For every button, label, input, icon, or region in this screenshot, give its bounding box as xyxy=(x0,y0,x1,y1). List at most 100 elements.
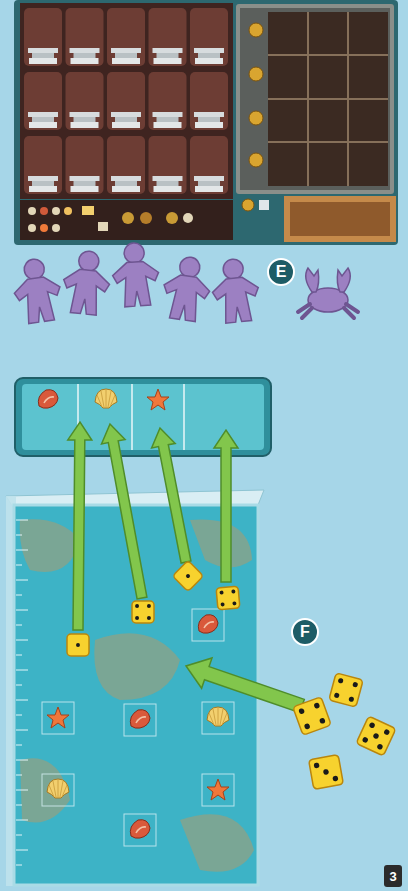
die-pip xyxy=(372,732,379,739)
aquarium-board-part xyxy=(47,779,69,798)
pillar-base xyxy=(112,58,140,64)
ruler-tick xyxy=(16,775,22,776)
die-pip xyxy=(323,769,329,775)
pillar-neck xyxy=(74,181,96,186)
ruler-tick xyxy=(16,685,22,686)
player-board-part xyxy=(14,0,398,245)
aquarium-board-part xyxy=(207,707,229,726)
objective-card-part-part xyxy=(183,384,185,450)
board-icons-part xyxy=(28,224,36,232)
board-icons-part xyxy=(40,207,48,215)
die-pip xyxy=(383,728,390,735)
worker-meeples-part xyxy=(110,241,160,307)
callout-letter: F xyxy=(291,618,319,646)
ruler-tick xyxy=(16,820,28,821)
die-pip xyxy=(313,702,320,709)
die-face xyxy=(67,634,89,656)
aquarium-board-part xyxy=(198,615,218,634)
die xyxy=(356,716,396,756)
slot xyxy=(149,136,187,194)
die-pip xyxy=(332,775,338,781)
green-arrow xyxy=(214,430,238,582)
player-board xyxy=(14,0,398,245)
die-pip xyxy=(219,590,223,594)
objective-card-part xyxy=(147,389,169,410)
pillar-base xyxy=(154,122,182,128)
worker-meeples-part xyxy=(209,257,261,324)
die xyxy=(132,601,154,623)
die-pip xyxy=(220,602,224,606)
ruler-tick xyxy=(16,865,22,866)
pillar-slot xyxy=(149,72,187,130)
die-pip xyxy=(135,616,139,620)
ruler-tick xyxy=(16,640,28,641)
pillar-base xyxy=(154,186,182,192)
pillar-slot xyxy=(24,8,62,66)
die-pip xyxy=(368,722,375,729)
board-icons-part xyxy=(64,207,72,215)
slot xyxy=(24,136,62,194)
storage-grid-part xyxy=(268,54,388,56)
pillar-base xyxy=(112,122,140,128)
pillar-neck xyxy=(32,117,54,122)
pillar-slot xyxy=(66,72,104,130)
board-icons-part xyxy=(82,206,94,215)
aquarium-board-part xyxy=(130,820,150,839)
worker-meeples-part xyxy=(10,256,64,325)
player-board-part xyxy=(284,196,396,242)
ruler-tick xyxy=(16,805,22,806)
ruler-tick xyxy=(16,700,28,701)
die-pip xyxy=(298,708,305,715)
coin-icons-part xyxy=(249,67,263,81)
storage-grid-part xyxy=(268,98,388,100)
pillar-neck xyxy=(157,117,179,122)
pillar-base xyxy=(71,186,99,192)
pillar-neck xyxy=(115,181,137,186)
coin-icons-part xyxy=(249,153,263,167)
pillar-base xyxy=(195,122,223,128)
pillar-slot xyxy=(24,72,62,130)
green-arrow xyxy=(102,424,147,599)
depth-ruler xyxy=(16,520,28,865)
ruler-tick xyxy=(16,745,22,746)
aquarium-board-part-part xyxy=(192,609,224,641)
die-pip xyxy=(313,762,319,768)
aquarium-board-part-part xyxy=(42,702,74,734)
green-arrow xyxy=(186,658,304,713)
board-icons-part xyxy=(52,224,60,232)
pillar-neck xyxy=(157,181,179,186)
pillar-slot xyxy=(190,8,228,66)
ruler-tick xyxy=(16,580,28,581)
die-pip xyxy=(147,616,151,620)
pillar-cap xyxy=(70,176,100,181)
slot xyxy=(107,8,145,66)
aquarium-board-part xyxy=(207,779,229,800)
aquarium-board-part-part xyxy=(124,814,156,846)
green-arrow xyxy=(68,422,92,630)
crab-token-part xyxy=(298,304,358,318)
pillar-slots xyxy=(24,8,228,194)
coin-icons-part xyxy=(259,200,269,210)
pillar-neck xyxy=(32,181,54,186)
pillar-base xyxy=(154,58,182,64)
slot xyxy=(66,8,104,66)
die-pip xyxy=(185,573,191,579)
die-pip xyxy=(334,692,340,698)
aquarium-board-part-part xyxy=(202,702,234,734)
pillar-neck xyxy=(157,53,179,58)
die xyxy=(329,673,363,707)
worker-meeples-part xyxy=(60,249,112,316)
aquarium-board-part xyxy=(130,710,150,729)
pillar-cap xyxy=(194,112,224,117)
pillar-neck xyxy=(198,181,220,186)
pillar-neck xyxy=(32,53,54,58)
die-pip xyxy=(76,643,80,647)
aquarium-board-part-part xyxy=(94,633,180,700)
player-board-part xyxy=(20,200,233,240)
pillar-slot xyxy=(66,8,104,66)
pillar-cap xyxy=(70,112,100,117)
ruler-tick xyxy=(16,610,28,611)
aquarium-board-part-part xyxy=(202,774,234,806)
